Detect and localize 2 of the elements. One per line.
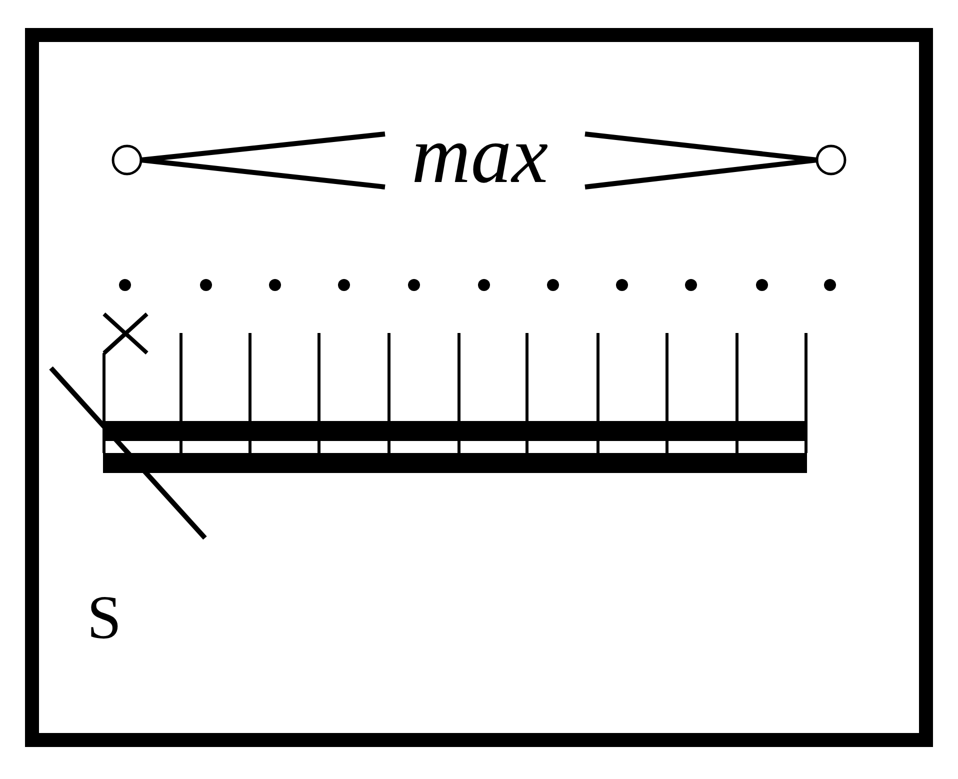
letter-label: S: [87, 587, 122, 649]
math-label: max: [412, 114, 548, 196]
